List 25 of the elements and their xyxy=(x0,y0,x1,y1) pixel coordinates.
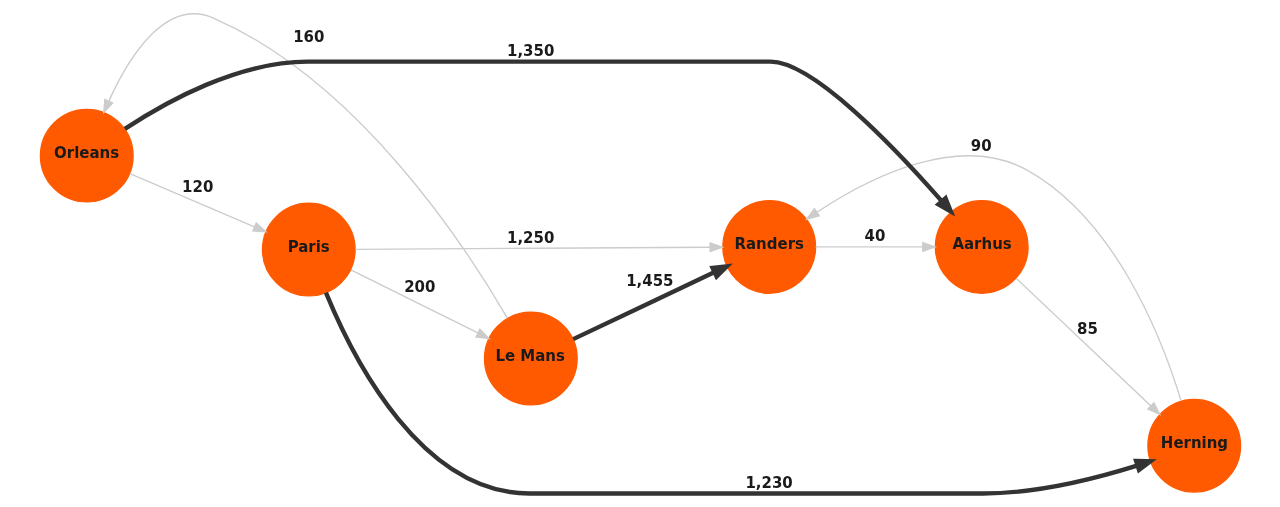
arrow xyxy=(102,13,508,319)
arrow xyxy=(323,291,1157,496)
edge-label: 1,455 xyxy=(625,272,674,291)
arrow xyxy=(354,242,724,253)
node-circle: Aarhus xyxy=(934,199,1029,294)
node-circle: Randers xyxy=(721,199,816,294)
node-circle: Paris xyxy=(261,202,356,297)
edge-label: 200 xyxy=(403,277,435,296)
edge-label: 1,350 xyxy=(506,41,554,60)
edge-label: 1,250 xyxy=(506,228,554,247)
arrow xyxy=(571,263,733,342)
arrow xyxy=(814,241,937,253)
arrow xyxy=(804,155,1182,402)
node-circle: Le Mans xyxy=(483,311,578,406)
edge-label: 85 xyxy=(1076,319,1098,338)
arrow xyxy=(1015,277,1161,416)
edge-label: 90 xyxy=(970,137,992,156)
arrow xyxy=(128,172,268,233)
arrow xyxy=(123,59,955,217)
arrow xyxy=(349,269,491,340)
edge-label: 160 xyxy=(292,28,324,47)
node-circle: Orleans xyxy=(39,108,134,203)
edge-label: 120 xyxy=(181,178,213,197)
edge-label: 40 xyxy=(864,227,885,246)
edge-label: 1,230 xyxy=(744,473,793,492)
